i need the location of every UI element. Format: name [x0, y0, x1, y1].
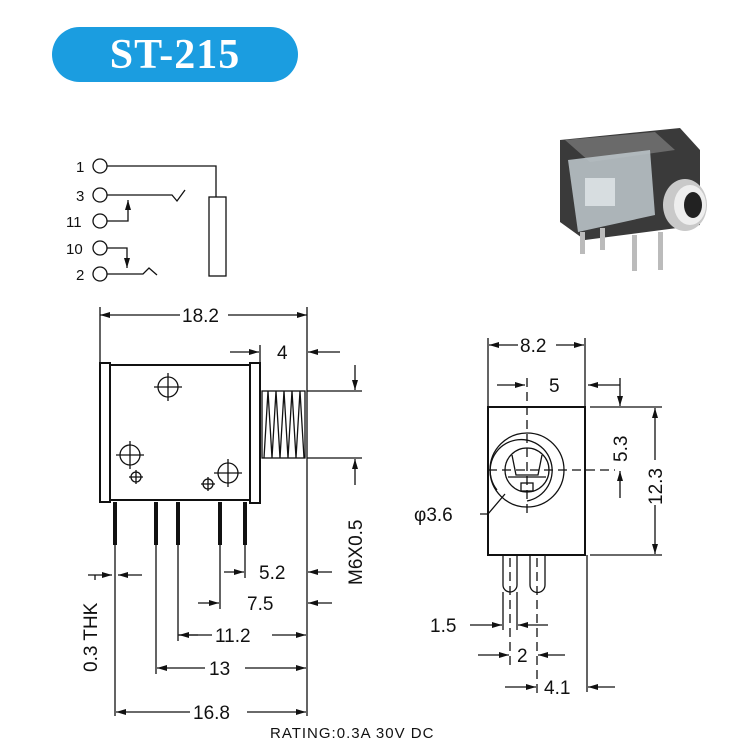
pin-label-11: 11 — [66, 214, 82, 231]
front-view: 8.2 5 φ3.6 5.3 12.3 1.5 2 4.1 — [414, 336, 667, 699]
mounting-holes — [116, 373, 242, 491]
pin-label-3: 3 — [76, 188, 84, 205]
dim-11-2: 11.2 — [215, 626, 251, 647]
part-number-title: ST-215 — [109, 31, 241, 78]
dim-18-2: 18.2 — [182, 306, 219, 327]
title-badge: ST-215 — [52, 27, 298, 82]
dim-5: 5 — [549, 376, 560, 397]
dim-4-1: 4.1 — [544, 678, 570, 699]
dim-1-5: 1.5 — [430, 616, 456, 637]
dim-hole: φ3.6 — [414, 505, 453, 526]
rating-text: RATING:0.3A 30V DC — [270, 725, 434, 742]
dim-12-3: 12.3 — [646, 468, 667, 505]
pin-label-1: 1 — [76, 159, 84, 176]
dim-13: 13 — [209, 659, 230, 680]
product-photo — [560, 128, 707, 271]
dim-7-5: 7.5 — [247, 594, 273, 615]
dim-thickness: 0.3 THK — [81, 602, 102, 672]
side-view: 18.2 4 M6X0.5 5.2 7.5 — [81, 306, 367, 724]
dim-thread: M6X0.5 — [346, 520, 367, 585]
pins — [113, 502, 247, 545]
pin-label-10: 10 — [66, 241, 83, 258]
dim-5-3: 5.3 — [611, 436, 632, 462]
dim-16-8: 16.8 — [193, 703, 230, 724]
dim-4: 4 — [277, 343, 288, 364]
dim-2: 2 — [517, 646, 528, 667]
dim-8-2: 8.2 — [520, 336, 546, 357]
pin-schematic: 1 3 11 10 2 — [66, 158, 227, 284]
pin-label-2: 2 — [76, 267, 84, 284]
dim-5-2: 5.2 — [259, 563, 285, 584]
